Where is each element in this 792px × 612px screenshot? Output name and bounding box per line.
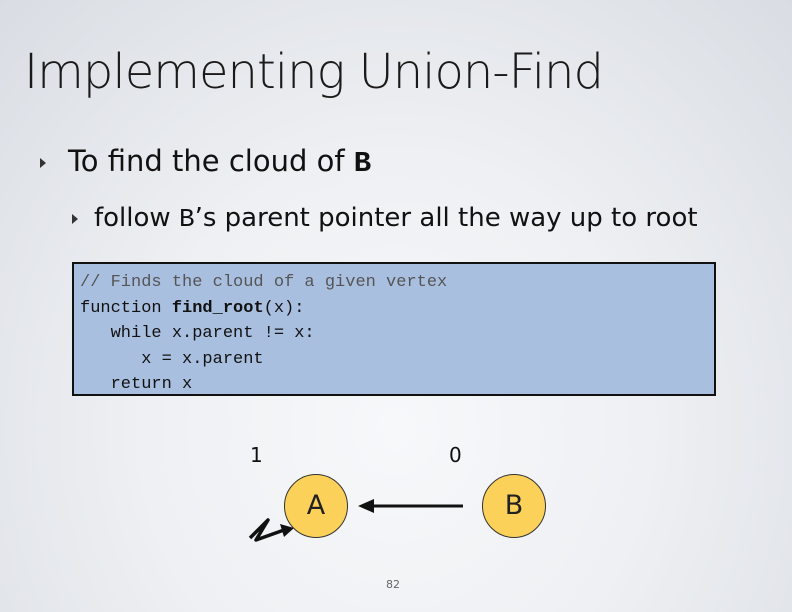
bullet-find-cloud-code: B (353, 147, 372, 180)
code-line-assign: x = x.parent (80, 349, 264, 369)
node-a: A (284, 474, 348, 538)
bullet-find-cloud: To find the cloud of B (40, 144, 371, 180)
edge-b-to-a-arrowhead (358, 499, 374, 513)
bullet-triangle-icon (40, 158, 46, 168)
code-block: // Finds the cloud of a given vertex fun… (72, 262, 716, 396)
bullet-find-cloud-text: To find the cloud of (68, 144, 354, 178)
rank-label-a: 1 (250, 443, 263, 467)
self-loop-a (248, 518, 285, 542)
self-loop-a-arrowhead (280, 524, 294, 537)
rank-label-b: 0 (449, 443, 462, 467)
code-line-return: return x (80, 375, 193, 394)
slide-title: Implementing Union-Find (24, 44, 604, 100)
code-function-name: find_root (171, 298, 264, 318)
code-comment: // Finds the cloud of a given vertex (80, 273, 448, 292)
bullet-follow-parent: follow B’s parent pointer all the way up… (72, 203, 698, 234)
code-keyword-function: function (80, 298, 172, 318)
bullet-follow-parent-code: B (178, 204, 195, 234)
node-b: B (482, 474, 546, 538)
code-line-function: function find_root(x): (80, 296, 714, 322)
code-function-params: (x): (263, 298, 305, 318)
code-line-while: while x.parent != x: (80, 324, 315, 343)
bullet-triangle-icon (72, 213, 78, 224)
page-number: 82 (386, 578, 400, 591)
bullet-follow-parent-prefix: follow (94, 203, 179, 233)
bullet-follow-parent-suffix: ’s parent pointer all the way up to root (194, 203, 698, 233)
